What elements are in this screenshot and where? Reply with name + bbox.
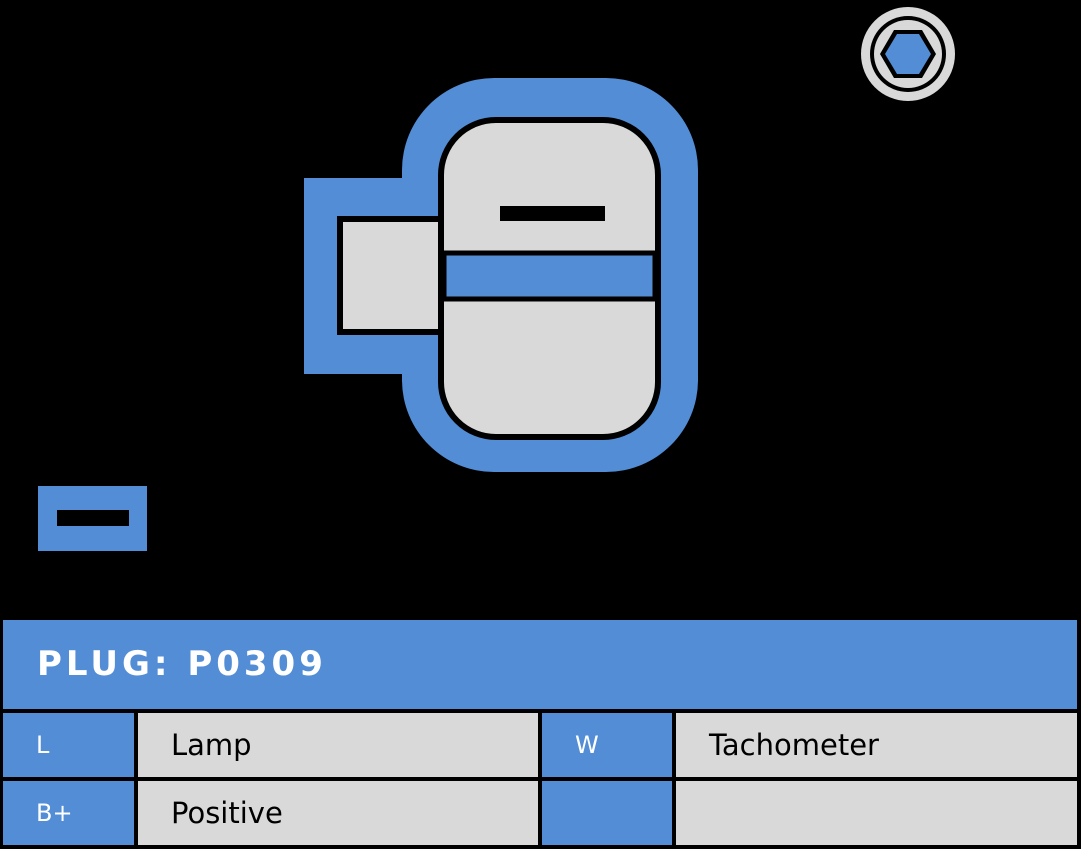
- hex-nut-icon: [861, 7, 955, 101]
- plug-title: PLUG: P0309: [37, 644, 327, 684]
- connector-diagram: [38, 7, 955, 551]
- pin-cell: B+: [3, 781, 134, 845]
- pin-cell: W: [542, 713, 672, 777]
- pin-description: Positive: [138, 781, 538, 845]
- pin-description: Lamp: [138, 713, 538, 777]
- pin-cell: L: [3, 713, 134, 777]
- connector-housing: [304, 78, 698, 472]
- pin-description: [676, 781, 1077, 845]
- terminal-slot-icon: [38, 486, 147, 551]
- pin-description: Tachometer: [676, 713, 1077, 777]
- pin-cell: [542, 781, 672, 845]
- plug-header: PLUG: P0309: [3, 620, 1077, 709]
